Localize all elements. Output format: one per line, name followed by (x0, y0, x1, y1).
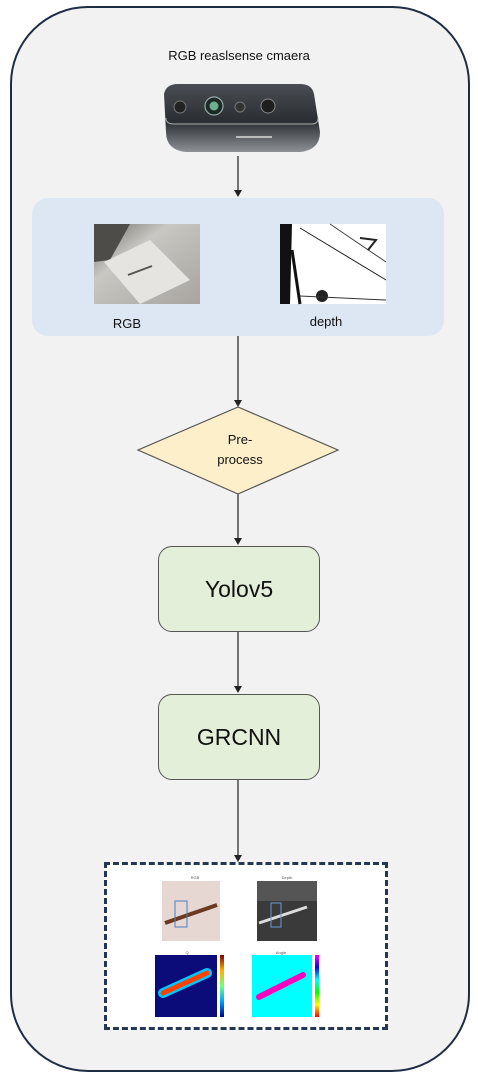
preprocess-label: Pre- process (190, 430, 290, 470)
output-depth-title: Depth (281, 875, 293, 880)
output-panels-graphics (155, 881, 319, 1017)
realsense-camera-icon (164, 84, 320, 152)
rgb-label: RGB (112, 316, 142, 331)
camera-title: RGB reaslsense cmaera (168, 48, 310, 63)
grcnn-box: GRCNN (158, 694, 320, 780)
depth-label: depth (309, 314, 343, 329)
output-angle-title: Angle (275, 950, 287, 955)
preprocess-label-line1: Pre- (227, 432, 253, 447)
grcnn-label: GRCNN (196, 723, 282, 750)
output-rgb-title: RGB (190, 875, 200, 880)
output-angle-panel (252, 955, 319, 1017)
yolov5-box: Yolov5 (158, 546, 320, 632)
output-q-title: Q (185, 950, 189, 955)
preprocess-decision-shape (136, 406, 340, 495)
grasp-output-panel: RGB Depth Q Angle (104, 862, 388, 1030)
yolov5-label: Yolov5 (204, 575, 274, 602)
output-depth-panel (257, 881, 317, 941)
flow-arrows (234, 156, 242, 862)
rgb-frame-thumbnail (94, 224, 200, 304)
preprocess-label-line2: process (217, 452, 263, 467)
output-q-panel (155, 955, 224, 1017)
output-rgb-panel (162, 881, 220, 941)
depth-frame-thumbnail (280, 223, 387, 305)
